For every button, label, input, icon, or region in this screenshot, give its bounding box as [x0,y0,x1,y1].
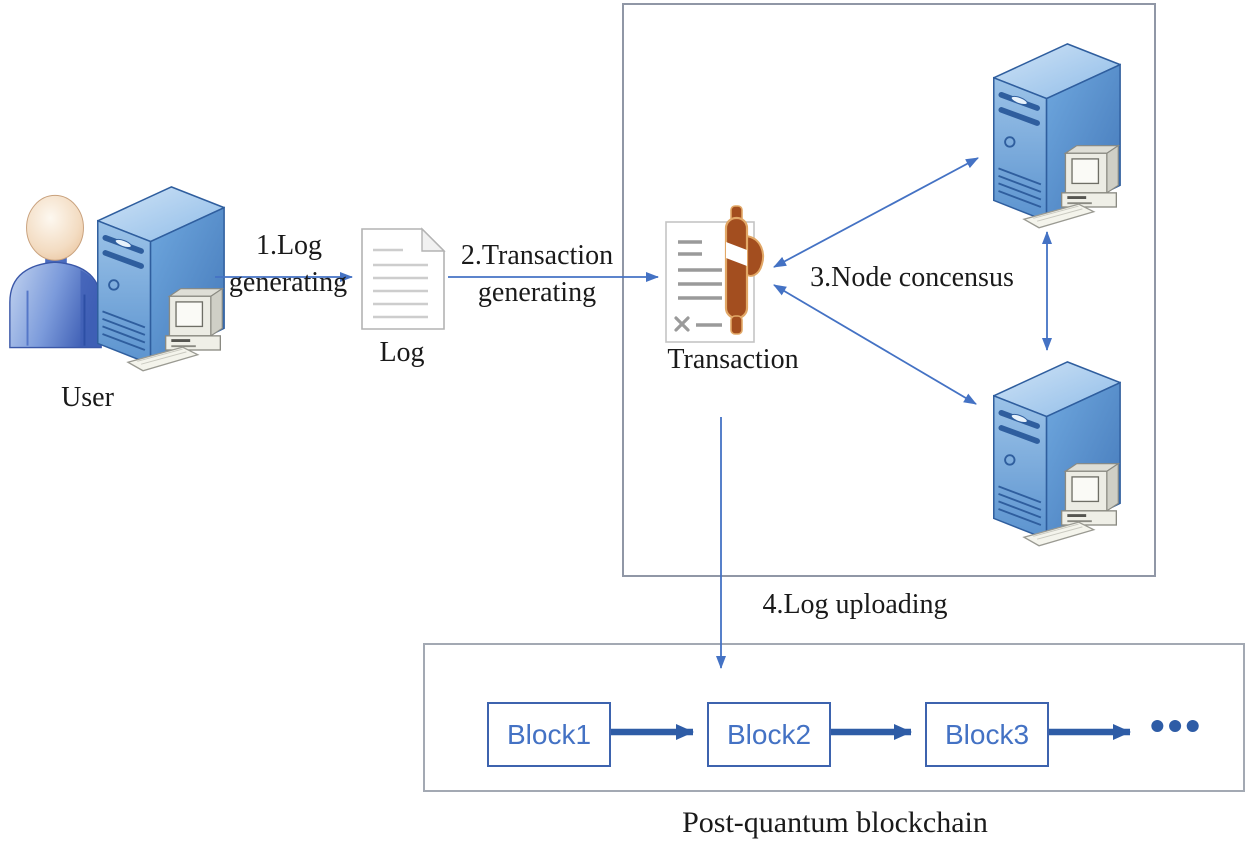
blockchain-caption: Post-quantum blockchain [682,806,988,839]
transaction-label: Transaction [667,344,799,375]
step1-line2: generating [228,267,348,298]
node-server-bottom-icon [994,362,1120,546]
user-person-icon [8,194,103,349]
blockchain-box [423,643,1245,792]
log-label: Log [379,337,425,368]
log-uploading-label: 4.Log uploading [762,589,948,620]
block-item-3: Block3 [925,702,1049,767]
step1-line1: 1.Log [255,230,323,261]
log-document-icon [360,227,446,331]
user-label: User [61,382,114,413]
user-server-icon [98,187,224,371]
consensus-boundary-box [622,3,1156,577]
step2-line1: 2.Transaction [460,240,614,271]
transaction-document-icon [664,204,765,344]
arrow-consensus-bottom [773,284,977,405]
block-item-2: Block2 [707,702,831,767]
step2-line2: generating [477,277,597,308]
block-item-1: Block1 [487,702,611,767]
node-server-top-icon [994,44,1120,228]
arrow-consensus-top [773,157,979,268]
chain-ellipsis: ••• [1150,702,1204,749]
node-consensus-label: 3.Node concensus [810,262,1014,293]
